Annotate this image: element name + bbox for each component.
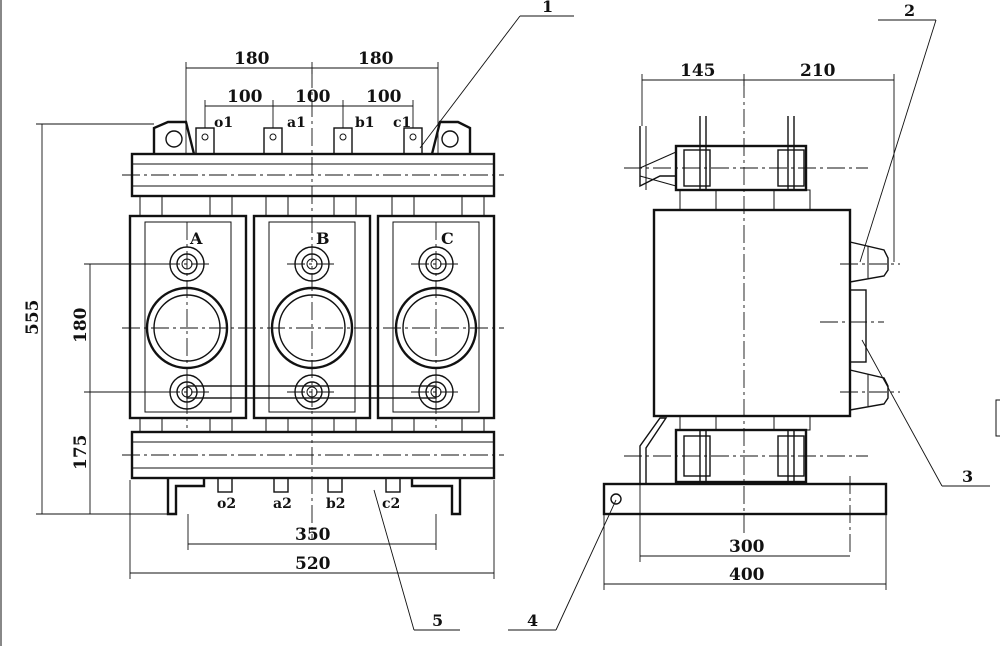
dim-145: 145 bbox=[680, 61, 716, 81]
callout-4: 4 bbox=[527, 611, 538, 630]
front-centerlines bbox=[122, 70, 504, 540]
phase-label-b: B bbox=[316, 229, 330, 248]
dim-100-2: 100 bbox=[295, 87, 331, 107]
bottom-terminals bbox=[217, 477, 401, 493]
lifting-lug-right bbox=[430, 120, 472, 155]
dim-100-3: 100 bbox=[366, 87, 402, 107]
top-bracket-left bbox=[639, 126, 676, 188]
callout-1: 1 bbox=[542, 0, 553, 16]
top-terminals bbox=[195, 127, 423, 155]
terminal-label-c2: c2 bbox=[382, 496, 400, 512]
terminal-label-c1: c1 bbox=[393, 115, 411, 131]
callout-2: 2 bbox=[904, 1, 915, 20]
dim-520: 520 bbox=[295, 554, 331, 574]
mounting-hole bbox=[610, 493, 622, 505]
terminal-label-a1: a1 bbox=[287, 115, 306, 131]
dim-555: 555 bbox=[23, 300, 43, 336]
callout-3: 3 bbox=[962, 467, 973, 486]
dim-210: 210 bbox=[800, 61, 836, 81]
callout-5: 5 bbox=[432, 611, 443, 630]
lifting-lug-hole-left bbox=[165, 130, 183, 148]
callouts bbox=[373, 15, 990, 631]
dim-180-right: 180 bbox=[358, 49, 394, 69]
base-rail bbox=[602, 482, 888, 516]
dim-175: 175 bbox=[71, 435, 91, 471]
phase-label-a: A bbox=[189, 229, 203, 248]
transformer-body-side bbox=[652, 208, 852, 418]
bottom-bracket-left bbox=[639, 417, 668, 484]
bushing-upper bbox=[849, 241, 889, 283]
terminal-label-b2: b2 bbox=[326, 496, 346, 512]
terminal-label-o2: o2 bbox=[217, 496, 236, 512]
bushing-lower bbox=[849, 369, 889, 411]
coil-a bbox=[128, 214, 248, 420]
dim-300: 300 bbox=[729, 537, 765, 557]
foot-left bbox=[166, 478, 206, 516]
dim-180-vertical: 180 bbox=[71, 307, 91, 343]
terminal-label-b1: b1 bbox=[355, 115, 375, 131]
lifting-lug-left bbox=[152, 120, 196, 155]
side-view: 145 210 300 400 bbox=[602, 61, 900, 590]
dim-400: 400 bbox=[729, 565, 765, 585]
phase-label-c: C bbox=[441, 229, 454, 248]
side-centerlines bbox=[624, 80, 900, 556]
front-dimensions bbox=[36, 62, 495, 579]
side-plate bbox=[849, 289, 867, 363]
dim-350: 350 bbox=[295, 525, 331, 545]
foot-right bbox=[410, 478, 462, 516]
front-view: o1 a1 b1 c1 bbox=[23, 49, 504, 579]
terminal-label-a2: a2 bbox=[273, 496, 292, 512]
edge-tab bbox=[995, 399, 1000, 437]
lifting-lug-hole-right bbox=[441, 130, 459, 148]
dim-180-left: 180 bbox=[234, 49, 270, 69]
terminal-label-o1: o1 bbox=[214, 115, 233, 131]
dim-100-1: 100 bbox=[227, 87, 263, 107]
